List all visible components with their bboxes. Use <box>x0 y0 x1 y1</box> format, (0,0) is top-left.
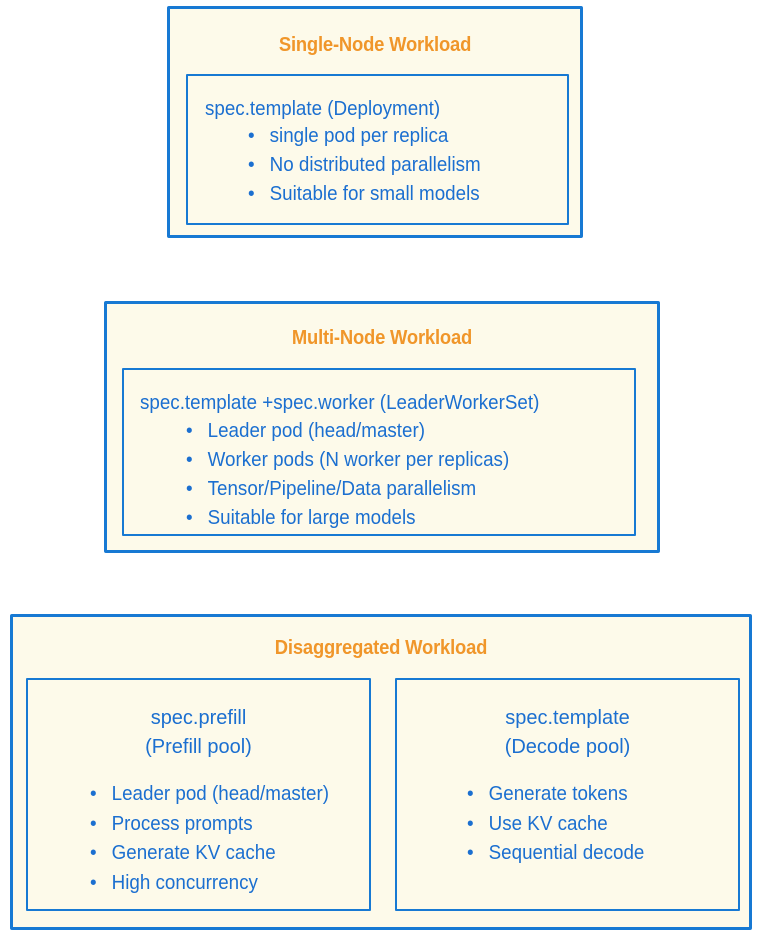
prefill-pool-panel: spec.prefill (Prefill pool) • Leader pod… <box>26 678 371 911</box>
bullet-dot-icon: • <box>467 812 474 835</box>
multi-node-workload-title: Multi-Node Workload <box>291 327 473 349</box>
list-item: • Worker pods (N worker per replicas) <box>186 446 509 475</box>
bullet-dot-icon: • <box>467 783 474 805</box>
list-item-label: Use KV cache <box>488 812 608 835</box>
list-item-label: High concurrency <box>111 871 258 894</box>
list-item-label: Worker pods (N worker per replicas) <box>207 449 510 471</box>
multi-node-spec-panel: spec.template +spec.worker (LeaderWorker… <box>122 368 636 536</box>
prefill-pool-bullet-list: • Leader pod (head/master) • Process pro… <box>90 780 344 898</box>
bullet-dot-icon: • <box>90 871 97 894</box>
list-item-label: single pod per replica <box>269 125 449 147</box>
list-item: • Leader pod (head/master) <box>90 780 329 810</box>
multi-node-workload-card: Multi-Node Workload spec.template +spec.… <box>104 301 660 553</box>
disaggregated-workload-card: Disaggregated Workload spec.prefill (Pre… <box>10 614 752 930</box>
decode-pool-heading-line2: (Decode pool) <box>504 736 631 758</box>
bullet-dot-icon: • <box>90 812 97 835</box>
list-item-label: Tensor/Pipeline/Data parallelism <box>207 478 477 500</box>
decode-pool-panel: spec.template (Decode pool) • Generate t… <box>395 678 740 911</box>
list-item-label: No distributed parallelism <box>269 154 481 176</box>
list-item-label: Generate KV cache <box>111 842 276 864</box>
prefill-pool-heading-line2: (Prefill pool) <box>145 736 252 758</box>
list-item: • Process prompts <box>90 810 329 840</box>
list-item: • Use KV cache <box>467 810 644 840</box>
list-item-label: Leader pod (head/master) <box>207 420 425 442</box>
decode-pool-bullet-list: • Generate tokens • Use KV cache • Seque… <box>467 780 656 869</box>
list-item-label: Sequential decode <box>488 842 645 864</box>
bullet-dot-icon: • <box>186 478 193 500</box>
disaggregated-workload-title: Disaggregated Workload <box>274 637 488 659</box>
prefill-pool-heading-line1: spec.prefill <box>150 707 247 729</box>
bullet-dot-icon: • <box>90 842 97 864</box>
list-item: • Generate KV cache <box>90 839 329 869</box>
list-item: • single pod per replica <box>248 122 481 151</box>
decode-pool-heading-line1: spec.template <box>505 707 630 729</box>
single-node-spec-heading: spec.template (Deployment) <box>205 98 441 120</box>
list-item-label: Suitable for large models <box>207 507 416 529</box>
single-node-workload-card: Single-Node Workload spec.template (Depl… <box>167 6 583 238</box>
list-item-label: Leader pod (head/master) <box>111 783 329 805</box>
bullet-dot-icon: • <box>248 154 255 176</box>
multi-node-spec-heading: spec.template +spec.worker (LeaderWorker… <box>140 392 540 414</box>
bullet-dot-icon: • <box>186 449 193 471</box>
list-item-label: Generate tokens <box>488 783 628 805</box>
bullet-dot-icon: • <box>186 507 193 529</box>
list-item: • Generate tokens <box>467 780 644 810</box>
list-item-label: Suitable for small models <box>269 183 480 205</box>
prefill-pool-heading: spec.prefill (Prefill pool) <box>28 704 369 762</box>
multi-node-bullet-list: • Leader pod (head/master) • Worker pods… <box>186 417 530 533</box>
list-item: • Suitable for small models <box>248 180 481 209</box>
list-item: • High concurrency <box>90 869 329 899</box>
list-item: • Leader pod (head/master) <box>186 417 509 446</box>
bullet-dot-icon: • <box>467 842 474 864</box>
bullet-dot-icon: • <box>248 125 255 147</box>
single-node-workload-title: Single-Node Workload <box>278 34 472 56</box>
bullet-dot-icon: • <box>90 783 97 805</box>
single-node-bullet-list: • single pod per replica • No distribute… <box>248 122 496 209</box>
bullet-dot-icon: • <box>186 420 193 442</box>
list-item: • Sequential decode <box>467 839 644 869</box>
bullet-dot-icon: • <box>248 183 255 205</box>
decode-pool-heading: spec.template (Decode pool) <box>397 704 738 762</box>
list-item: • Suitable for large models <box>186 504 509 533</box>
single-node-spec-panel: spec.template (Deployment) • single pod … <box>186 74 569 225</box>
list-item: • No distributed parallelism <box>248 151 481 180</box>
list-item-label: Process prompts <box>111 812 253 835</box>
list-item: • Tensor/Pipeline/Data parallelism <box>186 475 509 504</box>
